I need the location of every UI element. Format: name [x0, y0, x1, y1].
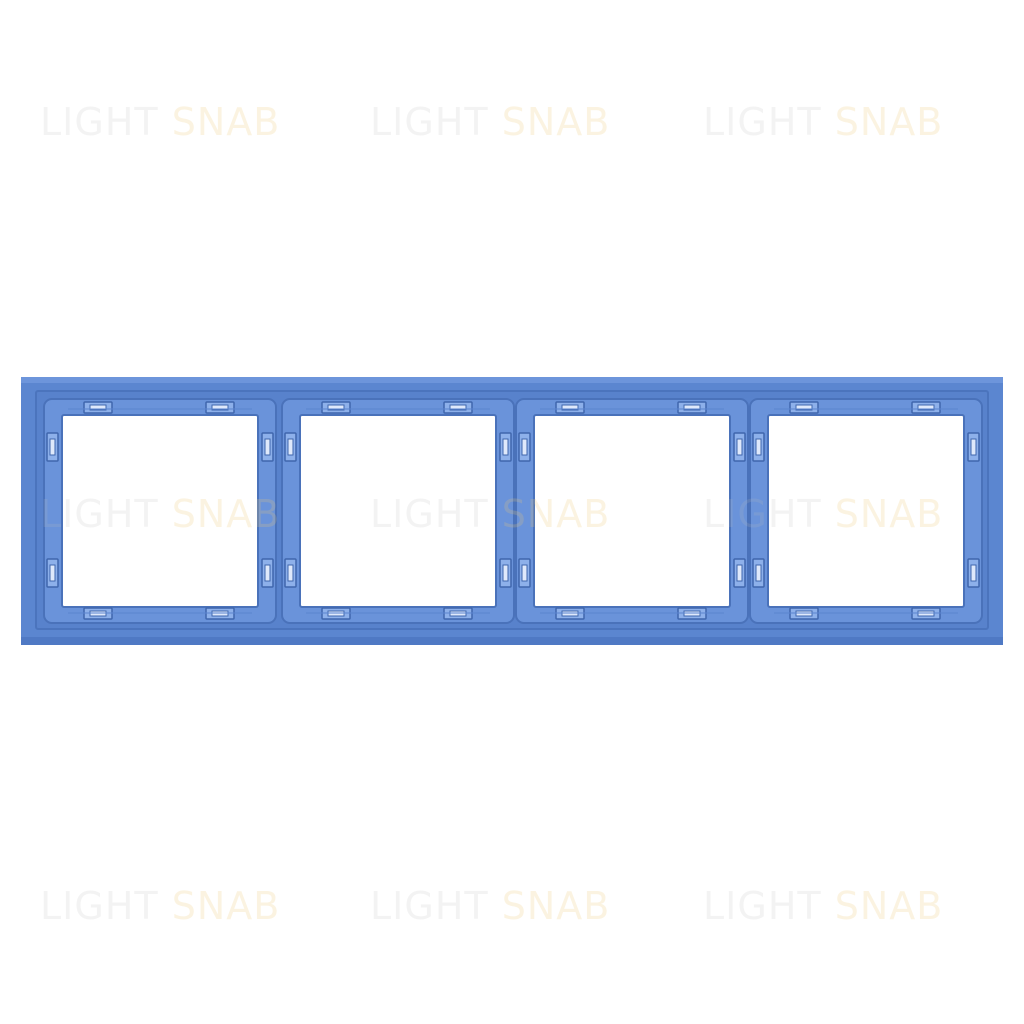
- clip-slot: [211, 404, 229, 411]
- clip-slot: [736, 564, 743, 582]
- clip-slot: [502, 438, 509, 456]
- clip-slot: [970, 564, 977, 582]
- clip-slot: [449, 404, 467, 411]
- clip-slot: [287, 564, 294, 582]
- clip-slot: [89, 404, 107, 411]
- frame-bottom-edge: [21, 637, 1003, 645]
- clip-slot: [755, 564, 762, 582]
- clip-slot: [521, 564, 528, 582]
- clip-slot: [683, 404, 701, 411]
- clip-slot: [755, 438, 762, 456]
- clip-slot: [49, 438, 56, 456]
- clip-slot: [795, 404, 813, 411]
- clip-slot: [502, 564, 509, 582]
- gang-opening: [61, 414, 259, 608]
- clip-slot: [970, 438, 977, 456]
- clip-slot: [561, 404, 579, 411]
- gang-opening: [767, 414, 965, 608]
- clip-slot: [287, 438, 294, 456]
- clip-slot: [736, 438, 743, 456]
- gang-opening: [299, 414, 497, 608]
- clip-slot: [264, 438, 271, 456]
- clip-slot: [264, 564, 271, 582]
- clip-slot: [521, 438, 528, 456]
- frame-top-edge: [21, 377, 1003, 383]
- clip-slot: [327, 404, 345, 411]
- clip-slot: [49, 564, 56, 582]
- clip-slot: [917, 404, 935, 411]
- gang-opening: [533, 414, 731, 608]
